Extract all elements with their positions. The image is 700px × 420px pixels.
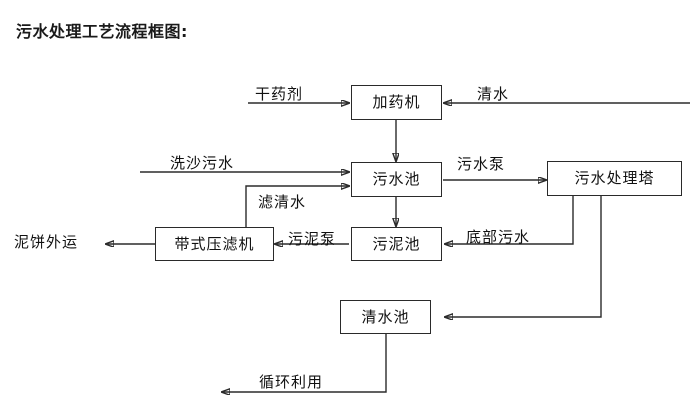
node-label: 带式压滤机 [174,234,255,253]
node-belt-filter-press[interactable]: 带式压滤机 [155,227,274,261]
page-title: 污水处理工艺流程框图: [16,22,188,41]
edge-label-filtrate-water: 滤清水 [258,193,307,211]
edge-label-sludge-pump: 污泥泵 [288,230,337,248]
node-label: 污泥池 [372,234,421,253]
edge-label-sewage-pump: 污水泵 [457,155,506,173]
terminal-clean-water-input: 清水 [477,85,510,103]
node-clean-water-pool[interactable]: 清水池 [340,300,431,334]
terminal-mud-cake-transport: 泥饼外运 [14,233,79,251]
edge-label-bottom-sewage: 底部污水 [466,228,531,246]
node-sludge-pool[interactable]: 污泥池 [351,227,442,261]
edge-label-recycle-use: 循环利用 [259,373,324,391]
node-label: 清水池 [361,307,410,326]
node-sewage-treatment-tower[interactable]: 污水处理塔 [547,161,682,196]
node-dosing-machine[interactable]: 加药机 [351,85,442,120]
terminal-sand-wash-sewage: 洗沙污水 [170,154,235,172]
terminal-dry-agent: 干药剂 [255,85,304,103]
node-label: 污水池 [372,170,421,188]
node-label: 加药机 [372,93,421,111]
node-sewage-pool[interactable]: 污水池 [351,162,442,197]
node-label: 污水处理塔 [574,169,655,187]
